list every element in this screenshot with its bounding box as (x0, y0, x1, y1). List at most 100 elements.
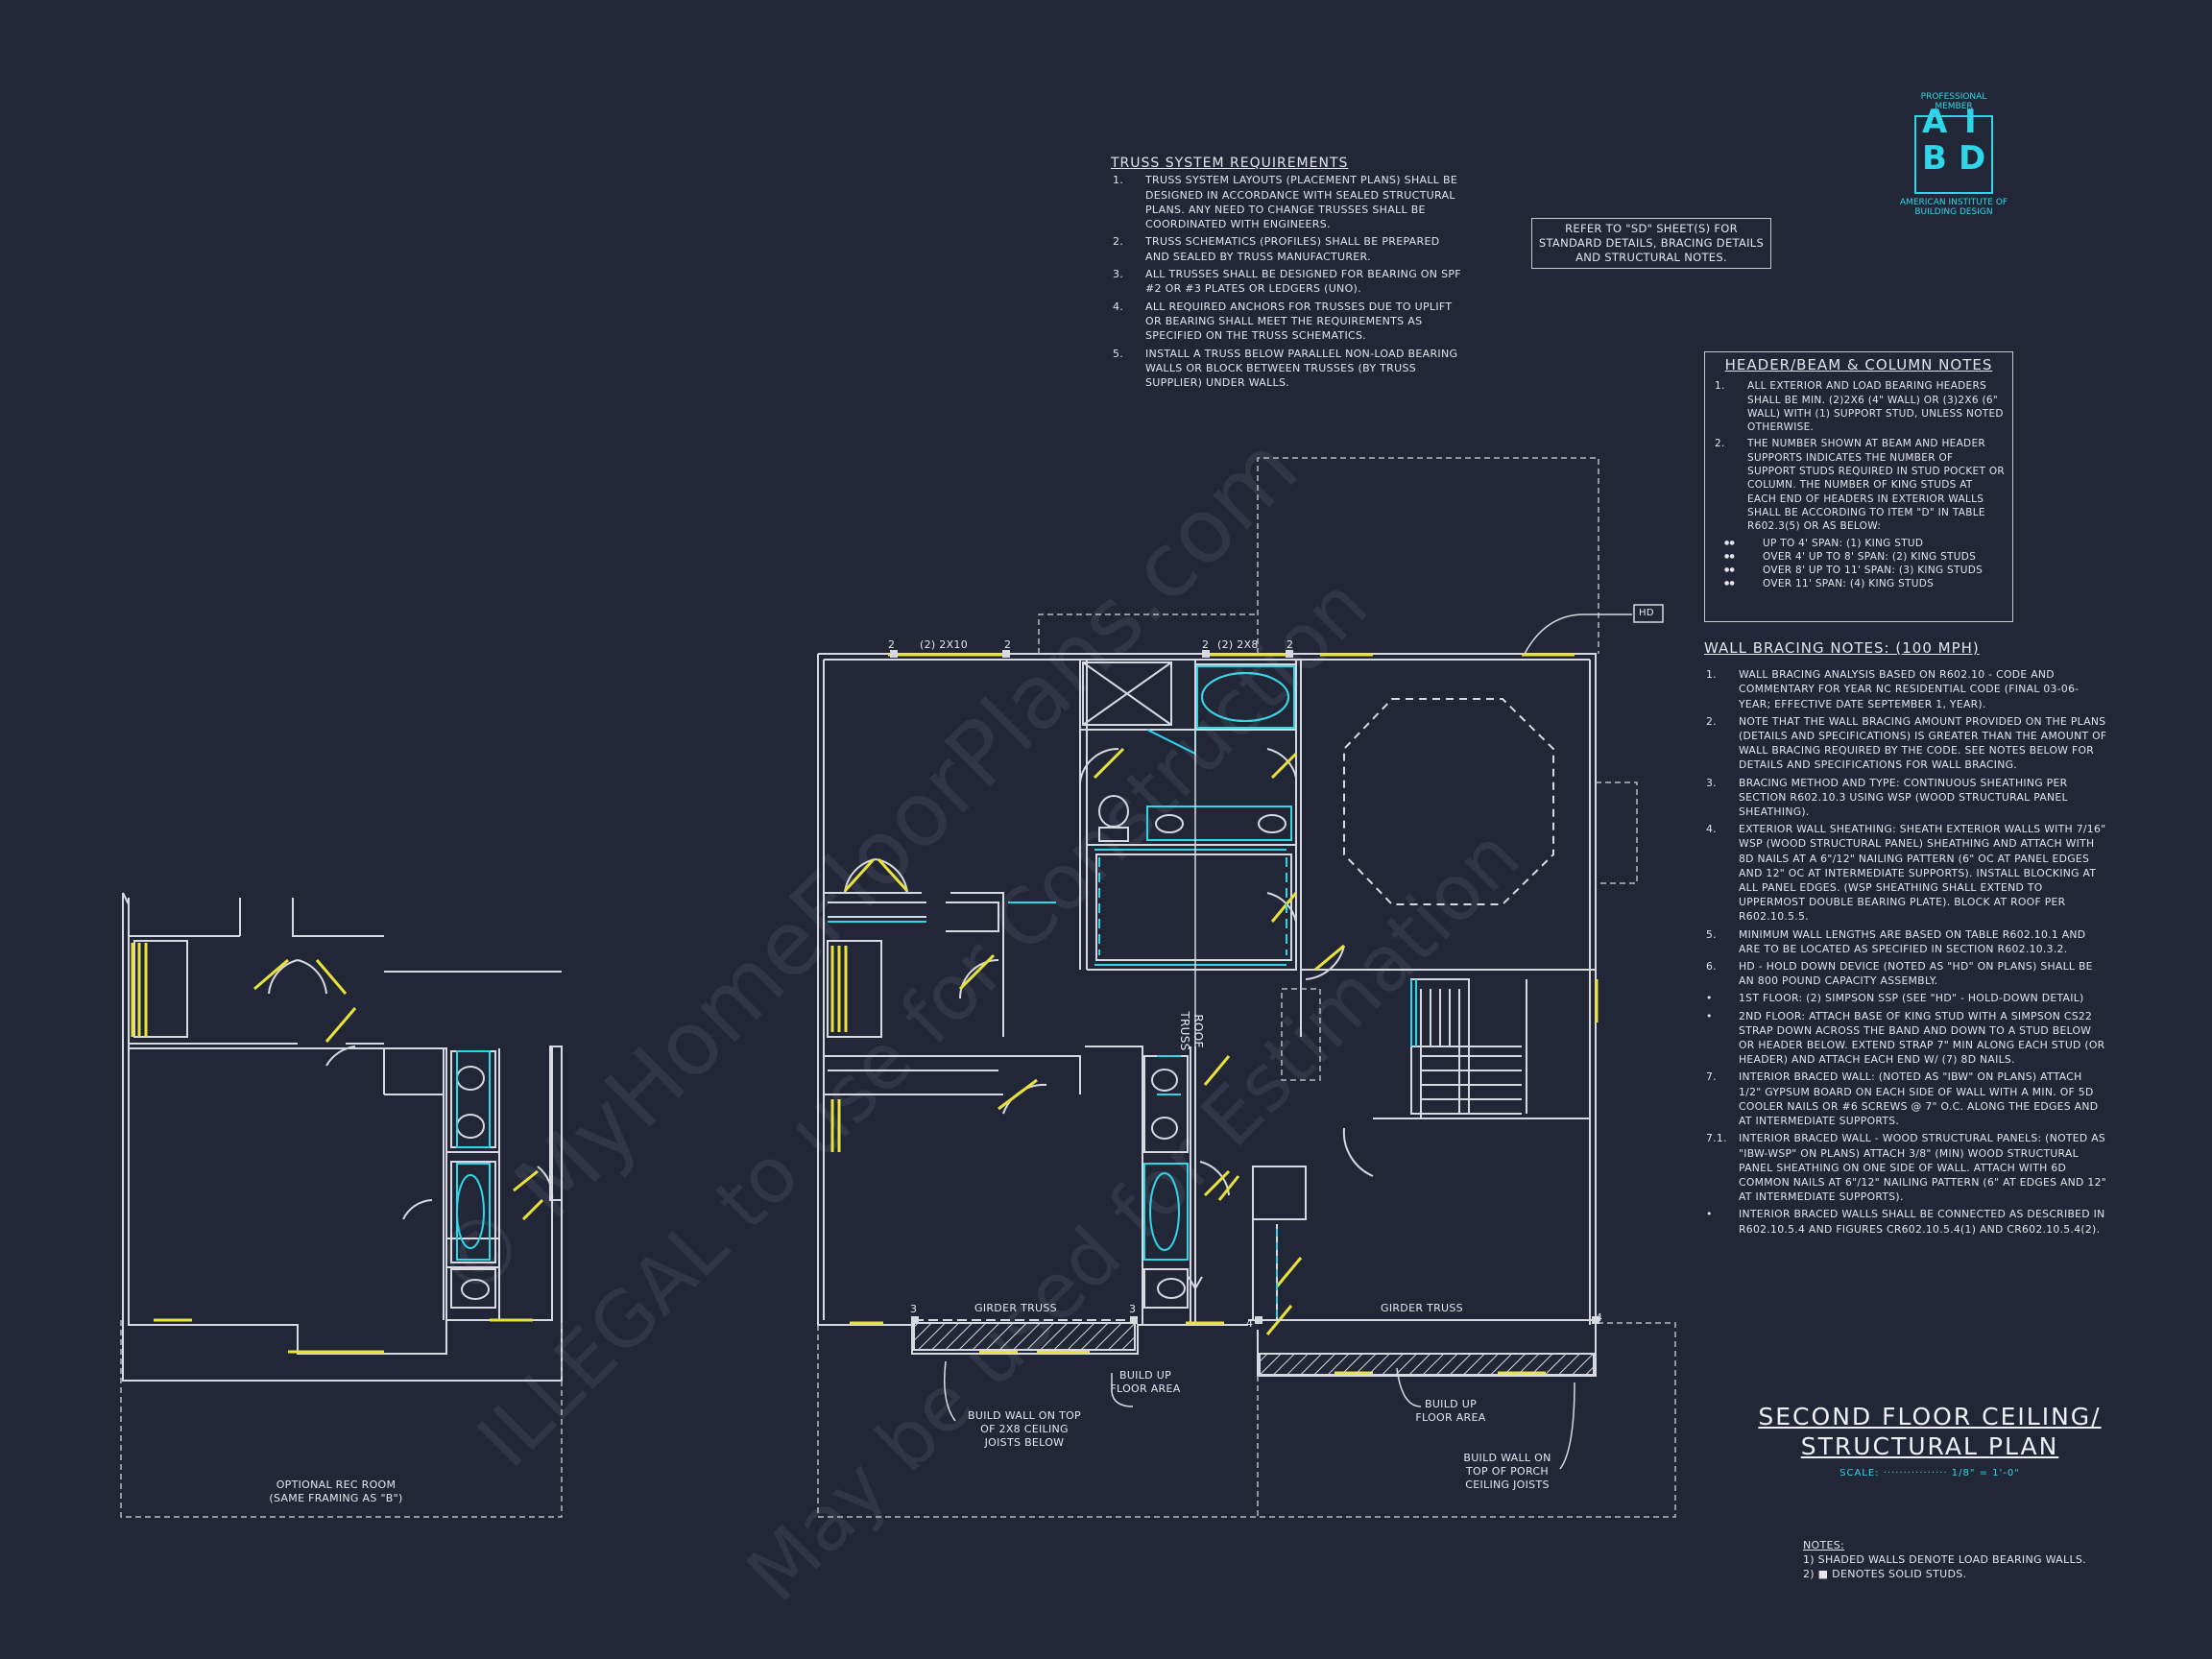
main-plan (817, 653, 1597, 1377)
build-up-floor-label: BUILD UP FLOOR AREA (1110, 1369, 1181, 1395)
note-text: ALL REQUIRED ANCHORS FOR TRUSSES DUE TO … (1145, 300, 1453, 343)
sheet-title: SECOND FLOOR CEILING/ STRUCTURAL PLAN SC… (1738, 1402, 2122, 1479)
note-item: •2ND FLOOR: ATTACH BASE OF KING STUD WIT… (1704, 1009, 2107, 1068)
note-item: 6.HD - HOLD DOWN DEVICE (NOTED AS "HD" O… (1704, 959, 2107, 988)
note-item: • 1ST FLOOR: (2) SIMPSON SSP (SEE "HD" - … (1704, 991, 2107, 1005)
note-number: 1. (1706, 668, 1717, 682)
aibd-letter-b: B (1922, 139, 1947, 178)
note-item: 1. WALL BRACING ANALYSIS BASED ON R602.10… (1704, 667, 2107, 711)
note-number: 3. (1706, 776, 1717, 789)
note-number: 3. (1113, 268, 1124, 281)
king-stud-bullet: ●● OVER 4' UP TO 8' SPAN: (2) KING STUDS (1713, 550, 2005, 564)
note-number: • (1706, 1208, 1713, 1221)
rec-room-plan (122, 892, 563, 1382)
note-item: 4.EXTERIOR WALL SHEATHING: SHEATH EXTERI… (1704, 822, 2107, 924)
note-text: 1ST FLOOR: (2) SIMPSON SSP (SEE "HD" - H… (1739, 992, 2084, 1005)
note-number: 1. (1715, 380, 1725, 393)
aibd-logo-mark: A I B D (1914, 103, 1993, 194)
note-number: 1. (1113, 174, 1124, 187)
note-item: 4. ALL REQUIRED ANCHORS FOR TRUSSES DUE T… (1111, 300, 1466, 344)
stud-count-label: 4 (1596, 1311, 1603, 1324)
stud-count-label: 2 (888, 638, 896, 651)
note-number: • (1706, 992, 1713, 1005)
aibd-letter-a: A (1922, 103, 1948, 141)
build-wall-joists-label: BUILD WALL ON TOP OF 2x8 CEILING JOISTS … (968, 1409, 1081, 1449)
note-number: 5. (1113, 347, 1124, 360)
header-notes-list: 1.ALL EXTERIOR AND LOAD BEARING HEADERS … (1713, 379, 2005, 533)
refer-sd-box: REFER TO "SD" SHEET(S) FOR STANDARD DETA… (1531, 218, 1771, 269)
truss-notes-heading: TRUSS SYSTEM REQUIREMENTS (1111, 156, 1349, 171)
bullet-text: OVER 4' UP TO 8' SPAN: (2) KING STUDS (1763, 550, 1977, 563)
aibd-logo: PROFESSIONAL MEMBER A I B D AMERICAN INS… (1896, 92, 2011, 217)
stud-count-label: 2 (1202, 638, 1210, 651)
wall-bracing-notes: WALL BRACING NOTES: (100 MPH) 1. WALL BRA… (1704, 639, 2107, 1239)
wall-bracing-heading: WALL BRACING NOTES: (100 MPH) (1704, 639, 1980, 657)
note-item: 7. INTERIOR BRACED WALL: (NOTED AS "IBW" … (1704, 1070, 2107, 1128)
aibd-letter-d: D (1959, 139, 1986, 178)
note-text: INTERIOR BRACED WALL: (NOTED AS "IBW" ON… (1739, 1070, 2099, 1128)
header-notes-bullets: ●● UP TO 4' SPAN: (1) KING STUD ●● OVER 4' … (1713, 537, 2005, 591)
note-number: 2. (1715, 438, 1725, 450)
bottom-notes-heading: NOTES: (1803, 1539, 1845, 1551)
sheet-title-line1: SECOND FLOOR CEILING/ (1758, 1403, 2102, 1431)
bullet-text: UP TO 4' SPAN: (1) KING STUD (1763, 537, 1924, 549)
stud-count-label: 3 (1129, 1303, 1137, 1315)
note-text: THE NUMBER SHOWN AT BEAM AND HEADER SUPP… (1747, 438, 2005, 533)
header-beam-notes: HEADER/BEAM & COLUMN NOTES 1.ALL EXTERIO… (1704, 351, 2013, 622)
note-number: 7. (1706, 1070, 1717, 1084)
roof-truss-label: ROOF TRUSS (1178, 1011, 1205, 1051)
aibd-top-text: PROFESSIONAL MEMBER (1920, 92, 1987, 111)
girder-truss-label: GIRDER TRUSS (974, 1302, 1057, 1314)
hold-down-tag: HD (1639, 608, 1654, 618)
refer-sd-text: REFER TO "SD" SHEET(S) FOR STANDARD DETA… (1538, 222, 1765, 264)
bullet-text: OVER 8' UP TO 11' SPAN: (3) KING STUDS (1763, 565, 1984, 577)
note-item: 2. THE NUMBER SHOWN AT BEAM AND HEADER SU… (1713, 437, 2005, 533)
note-text: WALL BRACING ANALYSIS BASED ON R602.10 -… (1739, 668, 2080, 710)
bottom-note-line: 2) ■ DENOTES SOLID STUDS. (1803, 1568, 1967, 1580)
build-wall-porch-label: BUILD WALL ON TOP OF PORCH CEILING JOIST… (1463, 1452, 1551, 1491)
wall-bracing-list: 1. WALL BRACING ANALYSIS BASED ON R602.10… (1704, 667, 2107, 1237)
note-item: 7.1. INTERIOR BRACED WALL - WOOD STRUCTUR… (1704, 1131, 2107, 1204)
truss-system-notes: TRUSS SYSTEM REQUIREMENTS 1. TRUSS SYSTEM… (1111, 156, 1466, 393)
note-text: INSTALL A TRUSS BELOW PARALLEL NON-LOAD … (1145, 347, 1458, 390)
note-text: TRUSS SYSTEM LAYOUTS (PLACEMENT PLANS) S… (1145, 174, 1458, 231)
note-item: 1.ALL EXTERIOR AND LOAD BEARING HEADERS … (1713, 379, 2005, 434)
girder-truss-label: GIRDER TRUSS (1381, 1302, 1463, 1314)
bullet-icon: ●● (1724, 552, 1736, 560)
note-text: INTERIOR BRACED WALL - WOOD STRUCTURAL P… (1739, 1132, 2107, 1204)
note-number: 7.1. (1706, 1132, 1727, 1145)
bullet-text: OVER 11' SPAN: (4) KING STUDS (1763, 578, 1935, 590)
bullet-icon: ●● (1724, 566, 1736, 574)
bottom-note-line: 1) SHADED WALLS DENOTE LOAD BEARING WALL… (1803, 1553, 2086, 1566)
note-item: 1. TRUSS SYSTEM LAYOUTS (PLACEMENT PLANS)… (1111, 173, 1466, 231)
note-text: INTERIOR BRACED WALLS SHALL BE CONNECTED… (1739, 1208, 2105, 1236)
sheet-title-line2: STRUCTURAL PLAN (1800, 1432, 2059, 1460)
note-item: 2. NOTE THAT THE WALL BRACING AMOUNT PROV… (1704, 714, 2107, 773)
note-number: 4. (1113, 300, 1124, 313)
bullet-icon: ●● (1724, 539, 1736, 546)
king-stud-bullet: ●● OVER 8' UP TO 11' SPAN: (3) KING STUDS (1713, 564, 2005, 577)
stud-count-label: 3 (910, 1303, 918, 1315)
note-text: HD - HOLD DOWN DEVICE (NOTED AS "HD" ON … (1739, 960, 2093, 988)
note-text: NOTE THAT THE WALL BRACING AMOUNT PROVID… (1739, 714, 2107, 772)
note-text: TRUSS SCHEMATICS (PROFILES) SHALL BE PRE… (1145, 235, 1440, 263)
build-up-floor-label: BUILD UP FLOOR AREA (1415, 1398, 1486, 1424)
note-text: 2ND FLOOR: ATTACH BASE OF KING STUD WITH… (1739, 1009, 2105, 1067)
note-number: 2. (1706, 714, 1717, 728)
note-number: 4. (1706, 823, 1717, 836)
note-item: 2.TRUSS SCHEMATICS (PROFILES) SHALL BE P… (1111, 234, 1466, 264)
note-item: • INTERIOR BRACED WALLS SHALL BE CONNECTE… (1704, 1207, 2107, 1236)
note-number: 5. (1706, 927, 1717, 941)
header-2x8-label: (2) 2x8 (1217, 638, 1259, 651)
rec-room-label: OPTIONAL REC ROOM (SAME FRAMING AS "B") (269, 1479, 403, 1504)
note-item: 3.ALL TRUSSES SHALL BE DESIGNED FOR BEAR… (1111, 267, 1466, 297)
truss-notes-list: 1. TRUSS SYSTEM LAYOUTS (PLACEMENT PLANS)… (1111, 173, 1466, 390)
stud-count-label: 2 (1286, 638, 1294, 651)
bullet-icon: ●● (1724, 580, 1736, 588)
bottom-notes: NOTES: 1) SHADED WALLS DENOTE LOAD BEARI… (1803, 1538, 2120, 1581)
king-stud-bullet: ●● OVER 11' SPAN: (4) KING STUDS (1713, 577, 2005, 590)
king-stud-bullet: ●● UP TO 4' SPAN: (1) KING STUD (1713, 537, 2005, 550)
note-item: 3.BRACING METHOD AND TYPE: CONTINUOUS SH… (1704, 776, 2107, 820)
